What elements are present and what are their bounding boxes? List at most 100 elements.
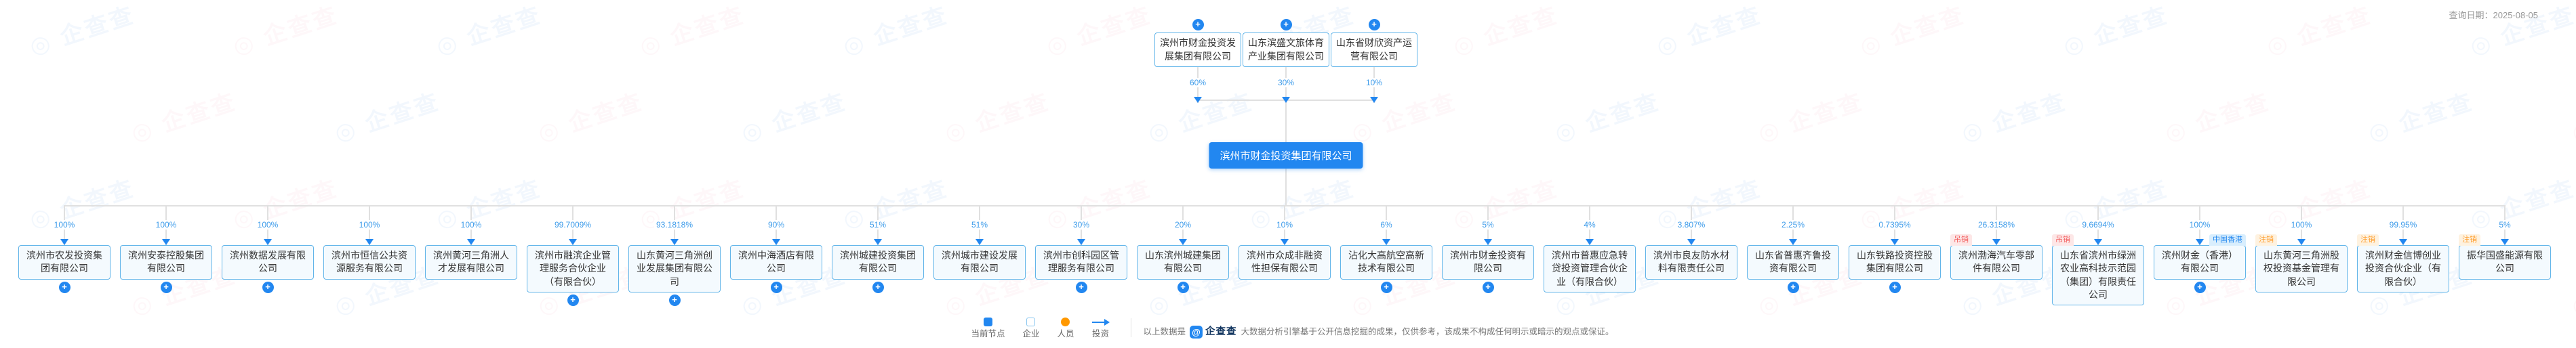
subsidiary-node: 6% 沾化大高航空高新技术有限公司 + (1340, 205, 1432, 293)
arrow-down-icon (874, 239, 882, 245)
ownership-percent: 90% (765, 220, 787, 230)
expand-plus-icon[interactable]: + (1368, 19, 1380, 30)
legend-item: 投资 (1091, 318, 1110, 339)
ownership-percent: 3.807% (1675, 220, 1708, 230)
subsidiary-node: 5% 注销 振华国盛能源有限公司 (2459, 205, 2551, 280)
subsidiary-company-box[interactable]: 注销 滨州财金信博创业投资合伙企业（有限合伙） (2357, 234, 2449, 292)
ownership-percent: 5% (1480, 220, 1496, 230)
legend-symbol-icon (1091, 318, 1110, 326)
subsidiary-company-box[interactable]: 滨州城市建设发展有限公司 (933, 245, 1026, 280)
arrow-down-icon (975, 239, 984, 245)
company-name: 沾化大高航空高新技术有限公司 (1348, 250, 1424, 274)
subsidiary-company-box[interactable]: 滨州中海酒店有限公司 (730, 245, 822, 280)
subsidiary-node: 9.6694% 吊销 山东省滨州市绿洲农业高科技示范园（集团）有限责任公司 (2052, 205, 2144, 306)
expand-plus-icon[interactable]: + (872, 281, 884, 293)
expand-plus-icon[interactable]: + (1482, 281, 1494, 293)
subsidiary-company-box[interactable]: 山东省普惠齐鲁投资有限公司 (1747, 245, 1839, 280)
company-name: 滨州市创科园区管理服务有限公司 (1043, 250, 1119, 274)
status-tag: 吊销 (2052, 234, 2074, 246)
subsidiary-company-box[interactable]: 注销 振华国盛能源有限公司 (2459, 234, 2551, 280)
expand-plus-icon[interactable]: + (58, 281, 71, 293)
company-name: 山东滨州城建集团有限公司 (1145, 250, 1221, 274)
arrow-down-icon (772, 239, 780, 245)
ownership-percent: 100% (255, 220, 281, 230)
shareholder-company-box[interactable]: 山东省财欣资产运营有限公司 (1331, 32, 1417, 68)
ownership-percent: 30% (1070, 220, 1092, 230)
legend-item: 企业 (1022, 318, 1039, 339)
subsidiary-company-box[interactable]: 滨州市众成非融资性担保有限公司 (1239, 245, 1331, 280)
company-name: 山东省滨州市绿洲农业高科技示范园（集团）有限责任公司 (2060, 250, 2136, 300)
company-name: 滨州数据发展有限公司 (230, 250, 306, 274)
legend-items: 当前节点 企业 人员 投资 (962, 318, 1118, 339)
arrow-down-icon (1992, 239, 2000, 245)
arrow-down-icon (162, 239, 170, 245)
shareholder-node: + 山东省财欣资产运营有限公司 10% (1331, 19, 1417, 104)
company-name: 滨州市恒信公共资源服务有限公司 (331, 250, 407, 274)
subsidiary-company-box[interactable]: 山东铁路投资控股集团有限公司 (1849, 245, 1941, 280)
subsidiary-company-box[interactable]: 滨州市融滨企业管理服务合伙企业（有限合伙） (527, 245, 619, 292)
expand-plus-icon[interactable]: + (262, 281, 274, 293)
root-drop-line-top (1285, 100, 1287, 142)
subsidiary-company-box[interactable]: 沾化大高航空高新技术有限公司 (1340, 245, 1432, 280)
subsidiary-company-box[interactable]: 山东滨州城建集团有限公司 (1137, 245, 1229, 280)
expand-plus-icon[interactable]: + (1192, 19, 1204, 30)
arrow-down-icon (1370, 97, 1378, 104)
expand-plus-icon[interactable]: + (1787, 281, 1799, 293)
company-name: 滨州城建投资集团有限公司 (840, 250, 916, 274)
company-name: 振华国盛能源有限公司 (2467, 250, 2543, 274)
subsidiary-node: 100% 滨州黄河三角洲人才发展有限公司 (425, 205, 517, 280)
company-name: 山东黄河三角洲创业发展集团有限公司 (637, 250, 712, 287)
arrow-down-icon (1586, 239, 1594, 245)
company-name: 滨州财金（香港）有限公司 (2162, 250, 2238, 274)
shareholder-company-box[interactable]: 山东滨盛文旅体育产业集团有限公司 (1243, 32, 1329, 68)
expand-plus-icon[interactable]: + (1177, 281, 1189, 293)
subsidiary-company-box[interactable]: 吊销 滨州渤海汽车零部件有限公司 (1950, 234, 2042, 280)
subsidiary-node: 2.25% 山东省普惠齐鲁投资有限公司 + (1747, 205, 1839, 293)
ownership-percent: 51% (969, 220, 990, 230)
legend-bar: 当前节点 企业 人员 投资 以上数据是 @ 企查查 大数据分析引擎基于公开信息挖… (0, 318, 2576, 339)
subsidiary-company-box[interactable]: 滨州市财金投资有限公司 (1442, 245, 1534, 280)
subsidiary-company-box[interactable]: 滨州市农发投资集团有限公司 (18, 245, 110, 280)
qichacha-brand-name: 企查查 (1205, 326, 1237, 337)
root-company-node[interactable]: 滨州市财金投资集团有限公司 (1209, 142, 1363, 169)
expand-plus-icon[interactable]: + (1380, 281, 1392, 293)
expand-plus-icon[interactable]: + (567, 294, 579, 306)
arrow-down-icon (2501, 239, 2509, 245)
subsidiary-node: 100% 滨州市农发投资集团有限公司 + (18, 205, 110, 293)
legend-item: 当前节点 (971, 318, 1005, 339)
subsidiary-node: 93.1818% 山东黄河三角洲创业发展集团有限公司 + (628, 205, 721, 306)
ownership-percent: 100% (2289, 220, 2314, 230)
arrow-down-icon (670, 239, 679, 245)
subsidiary-company-box[interactable]: 滨州市创科园区管理服务有限公司 (1035, 245, 1127, 280)
subsidiary-company-box[interactable]: 滨州数据发展有限公司 (222, 245, 314, 280)
legend-symbol-icon (983, 318, 992, 326)
subsidiary-company-box[interactable]: 滨州城建投资集团有限公司 (832, 245, 924, 280)
subsidiary-node: 20% 山东滨州城建集团有限公司 + (1137, 205, 1229, 293)
subsidiary-node: 5% 滨州市财金投资有限公司 + (1442, 205, 1534, 293)
expand-plus-icon[interactable]: + (668, 294, 681, 306)
company-name: 滨州市良友防水材料有限责任公司 (1653, 250, 1729, 274)
expand-plus-icon[interactable]: + (770, 281, 782, 293)
subsidiary-company-box[interactable]: 注销 山东黄河三角洲股权投资基金管理有限公司 (2255, 234, 2348, 292)
legend-label: 投资 (1091, 329, 1109, 339)
subsidiary-stub-line: 26.3158% (1975, 205, 2017, 245)
ownership-percent: 5% (2497, 220, 2513, 230)
subsidiary-company-box[interactable]: 滨州市良友防水材料有限责任公司 (1645, 245, 1737, 280)
ownership-percent: 99.7009% (552, 220, 594, 230)
expand-plus-icon[interactable]: + (1075, 281, 1087, 293)
expand-plus-icon[interactable]: + (160, 281, 172, 293)
subsidiary-company-box[interactable]: 滨州市恒信公共资源服务有限公司 (323, 245, 416, 280)
expand-plus-icon[interactable]: + (1889, 281, 1901, 293)
company-name: 滨州黄河三角洲人才发展有限公司 (433, 250, 509, 274)
ownership-percent: 60% (1187, 78, 1209, 88)
subsidiary-company-box[interactable]: 滨州黄河三角洲人才发展有限公司 (425, 245, 517, 280)
subsidiary-company-box[interactable]: 滨州市普惠应急转贷投资管理合伙企业（有限合伙） (1544, 245, 1636, 292)
expand-plus-icon[interactable]: + (1280, 19, 1292, 30)
subsidiary-company-box[interactable]: 吊销 山东省滨州市绿洲农业高科技示范园（集团）有限责任公司 (2052, 234, 2144, 306)
subsidiary-company-box[interactable]: 滨州安泰控股集团有限公司 (120, 245, 212, 280)
subsidiary-company-box[interactable]: 中国香港 滨州财金（香港）有限公司 (2154, 234, 2246, 280)
subsidiary-company-box[interactable]: 山东黄河三角洲创业发展集团有限公司 (628, 245, 721, 292)
shareholder-company-box[interactable]: 滨州市财金投资发展集团有限公司 (1154, 32, 1241, 68)
expand-plus-icon[interactable]: + (2194, 281, 2206, 293)
